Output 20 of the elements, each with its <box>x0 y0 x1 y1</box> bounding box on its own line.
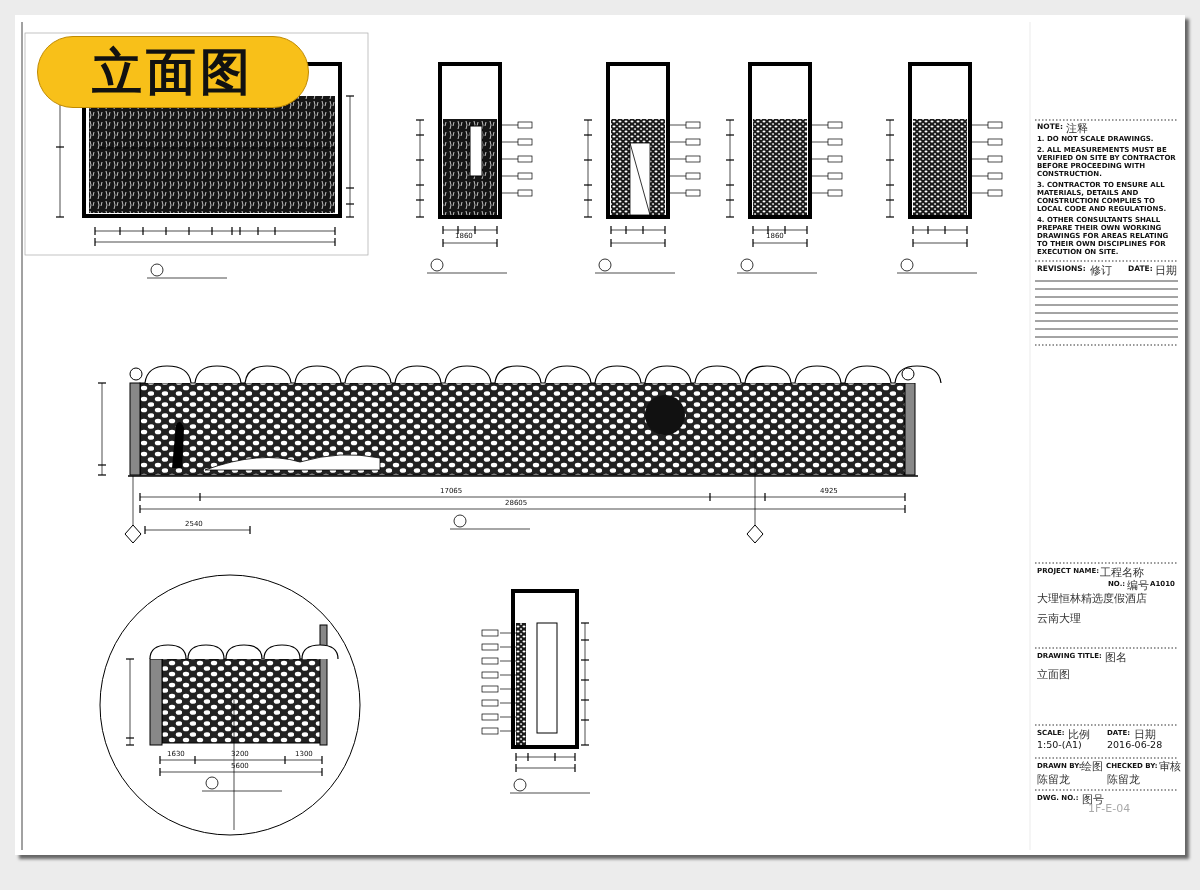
title-block-text: 审核 <box>1159 760 1181 773</box>
title-block-text: 图号 <box>1082 793 1104 805</box>
drafter-name: 陈留龙 <box>1037 773 1070 786</box>
title-block-text: 工程名称 <box>1100 566 1144 579</box>
title-block-text: 修订 <box>1090 264 1112 277</box>
title-block-text: 日期 <box>1155 264 1177 277</box>
title-block-text: 绘图 <box>1081 760 1103 773</box>
project-name: 大理恒林精选度假酒店 <box>1037 592 1147 605</box>
title-block-text: 编号 <box>1127 579 1149 592</box>
drawing-title: 立面图 <box>1037 668 1070 681</box>
checker-name: 陈留龙 <box>1107 773 1140 786</box>
location-text: 云南大理 <box>1037 612 1081 625</box>
title-block-text: 日期 <box>1134 728 1156 740</box>
drawing-number: 1F-E-04 <box>1088 803 1131 816</box>
title-banner: 立面图 <box>37 36 309 108</box>
title-block-text: 图名 <box>1105 651 1127 664</box>
scale-value: 1:50-(A1) <box>1037 740 1082 751</box>
title-block-text: 注释 <box>1066 122 1088 135</box>
date-value: 2016-06-28 <box>1107 740 1163 751</box>
title-block-text: 比例 <box>1068 728 1090 740</box>
